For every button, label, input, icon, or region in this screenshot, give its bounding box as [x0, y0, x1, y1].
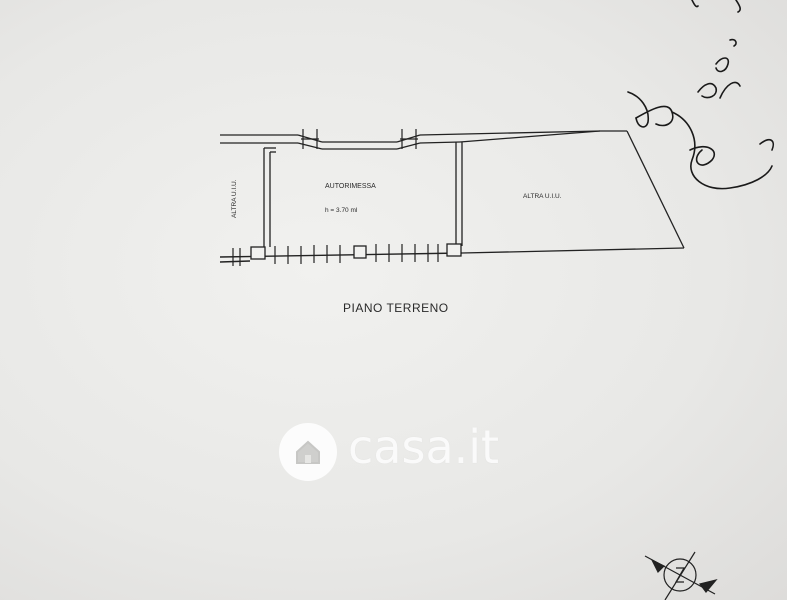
house-icon — [296, 440, 320, 464]
adjacent-unit-right-outline — [459, 130, 685, 254]
floor-title: PIANO TERRENO — [343, 301, 449, 315]
bottom-opening-ticks — [232, 244, 439, 266]
casa-it-logo-badge — [279, 423, 337, 481]
adjacent-unit-right-label: ALTRA U.I.U. — [523, 193, 562, 200]
pillars — [250, 243, 462, 260]
north-arrow-icon — [644, 551, 718, 600]
adjacent-unit-left-label: ALTRA U.I.U. — [231, 179, 238, 218]
garage-height-label: h = 3.70 ml — [325, 207, 358, 214]
garage-label: AUTORIMESSA — [325, 183, 376, 190]
casa-it-watermark: casa.it — [348, 420, 500, 474]
garage-walls — [263, 142, 463, 247]
top-window-ticks — [301, 129, 418, 149]
handwritten-signature — [627, 0, 775, 190]
top-wall — [220, 130, 601, 150]
